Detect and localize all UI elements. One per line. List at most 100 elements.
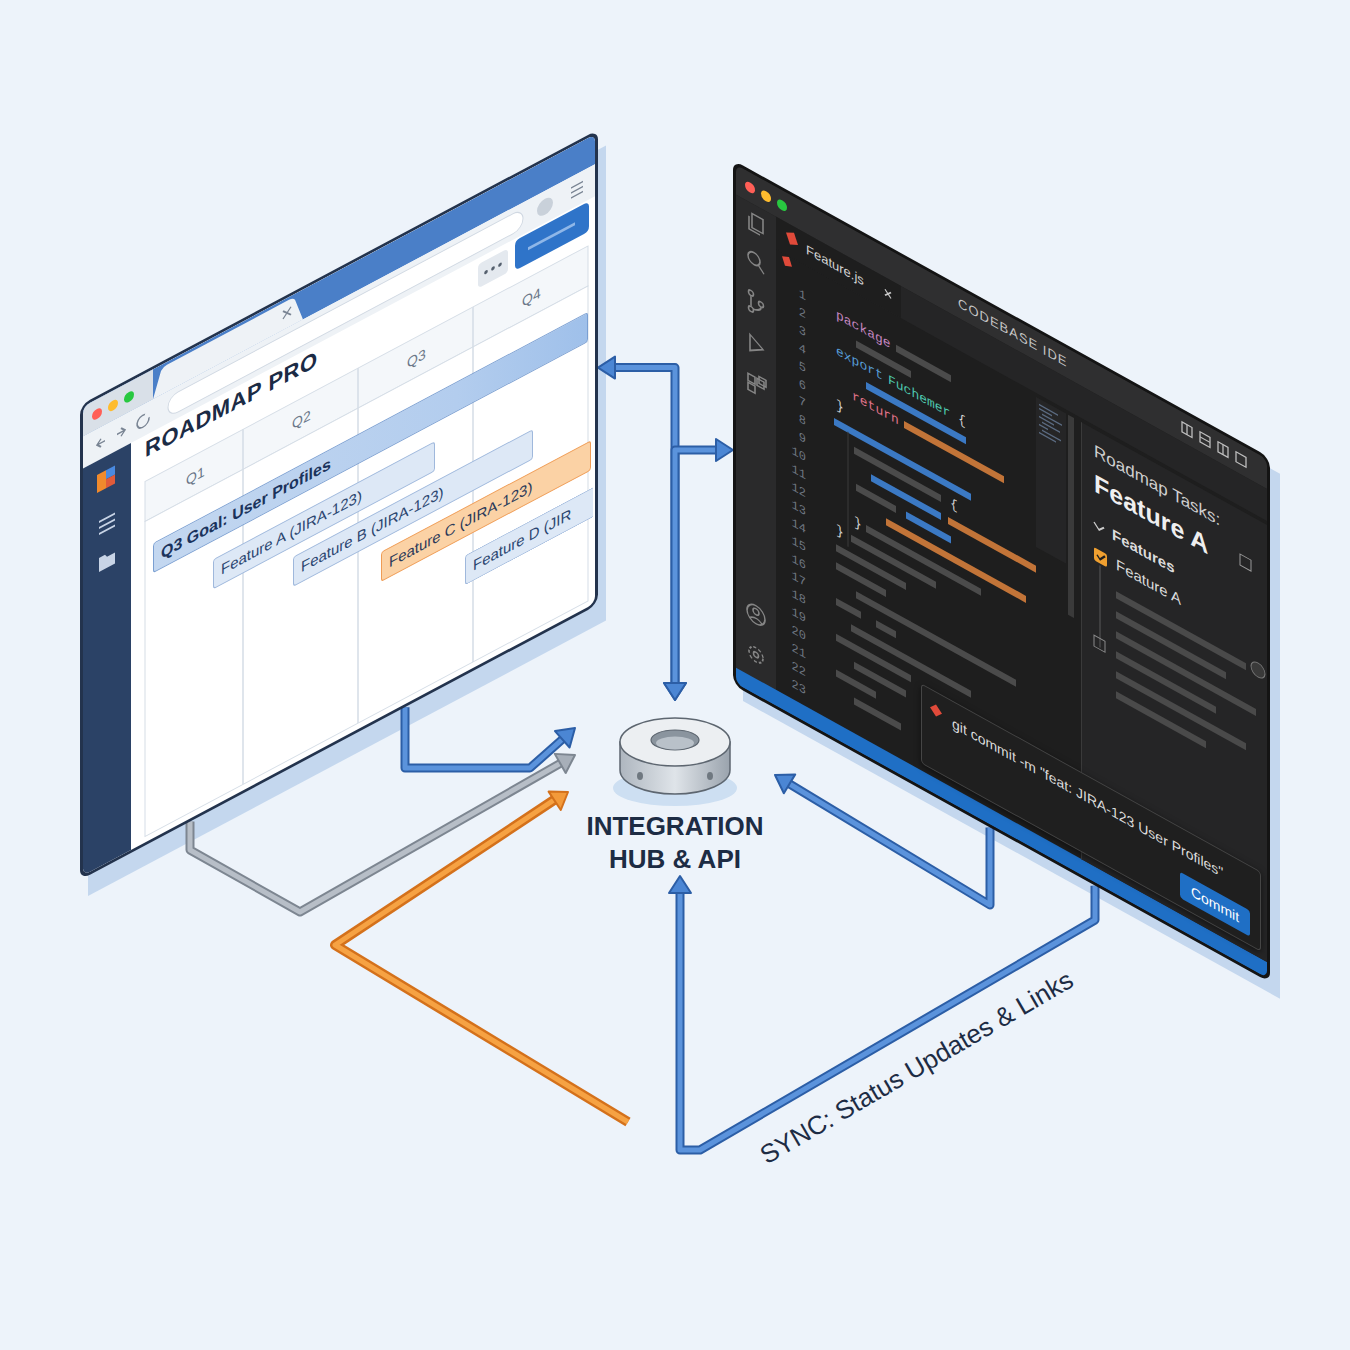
connector-outline xyxy=(675,450,718,685)
ide-chrome xyxy=(777,197,787,213)
browser-chrome xyxy=(498,262,502,268)
arrowheads xyxy=(555,754,575,773)
task-tree xyxy=(1251,659,1265,681)
integration-hub: INTEGRATION HUB & API xyxy=(575,700,775,876)
hub-label: INTEGRATION HUB & API xyxy=(575,810,775,876)
arrowhead xyxy=(664,683,686,700)
ide-chrome xyxy=(749,289,754,297)
browser-chrome xyxy=(283,307,291,319)
task-tree xyxy=(1240,554,1251,571)
browser-chrome xyxy=(537,195,553,220)
orange-flow-arrow xyxy=(335,800,628,1122)
task-tree xyxy=(1094,522,1104,533)
browser-chrome xyxy=(124,389,134,404)
browser-chrome xyxy=(106,474,115,488)
code-bars xyxy=(854,697,901,730)
arrowhead xyxy=(716,439,733,461)
ide-chrome xyxy=(747,211,766,668)
arrowheads xyxy=(775,774,795,793)
browser-chrome xyxy=(571,182,583,198)
ide-window: CODEBASE IDE Roadmap Tasks:Feature AFeat… xyxy=(733,160,1270,983)
browser-chrome xyxy=(484,269,488,275)
ide-chrome xyxy=(759,301,764,309)
arrowhead xyxy=(598,357,615,379)
browser-chrome xyxy=(137,412,149,430)
browser-chrome xyxy=(108,398,118,413)
code-bars xyxy=(866,525,981,596)
ide-chrome xyxy=(758,265,764,274)
ide-chrome xyxy=(749,305,754,313)
browser-chrome xyxy=(99,549,115,572)
connector-outline xyxy=(613,368,675,685)
code-bars xyxy=(856,484,896,513)
window-shadow xyxy=(88,146,1280,999)
code-bars xyxy=(904,421,1004,483)
arrowhead xyxy=(775,774,795,793)
code-bars xyxy=(854,662,906,698)
code-token: { xyxy=(958,411,966,431)
arrowhead xyxy=(669,876,691,893)
line-number: 1 xyxy=(782,277,806,305)
code-token: { xyxy=(950,496,958,516)
ide-chrome xyxy=(776,217,1267,521)
connector-line xyxy=(675,450,718,685)
browser-chrome xyxy=(92,406,102,421)
code-bars xyxy=(896,345,951,382)
arrowheads xyxy=(555,728,575,748)
ide-chrome xyxy=(759,376,766,387)
ide-chrome xyxy=(776,217,901,318)
ide-chrome xyxy=(754,651,759,659)
hub-cylinder xyxy=(707,772,713,780)
arrowhead xyxy=(555,754,575,773)
hub-cylinder xyxy=(637,772,643,780)
orange-flow-arrow xyxy=(335,792,628,1122)
connector xyxy=(405,707,575,768)
ide-chrome xyxy=(750,334,763,357)
ide-chrome xyxy=(761,189,771,205)
orange-flow-arrow xyxy=(335,800,628,1122)
browser-chrome xyxy=(528,224,575,249)
task-tree xyxy=(1094,635,1105,652)
ide-chrome xyxy=(751,296,761,314)
git-icon xyxy=(930,701,942,720)
ide-chrome xyxy=(786,228,798,249)
arrowhead xyxy=(664,683,686,700)
browser-chrome xyxy=(97,426,125,449)
connector-outline xyxy=(405,707,564,768)
arrowheads xyxy=(664,439,733,700)
ide-chrome xyxy=(1039,405,1062,446)
ide-chrome xyxy=(749,216,760,235)
code-bars xyxy=(836,670,876,699)
browser-chrome xyxy=(491,266,495,272)
ide-chrome xyxy=(745,180,755,196)
ide-chrome xyxy=(885,289,891,298)
hub-cylinder xyxy=(620,718,730,766)
hub-cylinder xyxy=(656,737,694,750)
hub-cylinder xyxy=(651,730,699,750)
browser-chrome xyxy=(145,286,588,837)
ide-chrome xyxy=(1236,452,1246,468)
code-bars xyxy=(834,418,971,501)
connector-line xyxy=(405,707,564,768)
code-bars xyxy=(851,624,971,698)
hub-cylinder xyxy=(610,700,740,810)
connector xyxy=(664,439,733,700)
task-tree xyxy=(1099,565,1100,647)
ide-chrome xyxy=(748,382,755,393)
ide-chrome xyxy=(1068,415,1074,618)
browser-window: ROADMAP PROQ3 Goal: User ProfilesFeature… xyxy=(80,130,598,880)
code-bars xyxy=(847,432,848,547)
git-icon xyxy=(922,685,952,732)
code-token: } xyxy=(854,514,862,534)
ide-chrome xyxy=(736,165,1267,489)
code-bars xyxy=(836,598,861,619)
task-tree xyxy=(1094,547,1107,567)
code-bars xyxy=(876,620,896,638)
task-tree xyxy=(1097,552,1105,562)
ide-chrome xyxy=(750,615,762,624)
code-bars xyxy=(836,562,886,597)
arrowheads xyxy=(669,876,691,893)
ide-chrome xyxy=(736,195,776,706)
code-token: } xyxy=(836,522,844,542)
ide-chrome xyxy=(753,607,759,616)
